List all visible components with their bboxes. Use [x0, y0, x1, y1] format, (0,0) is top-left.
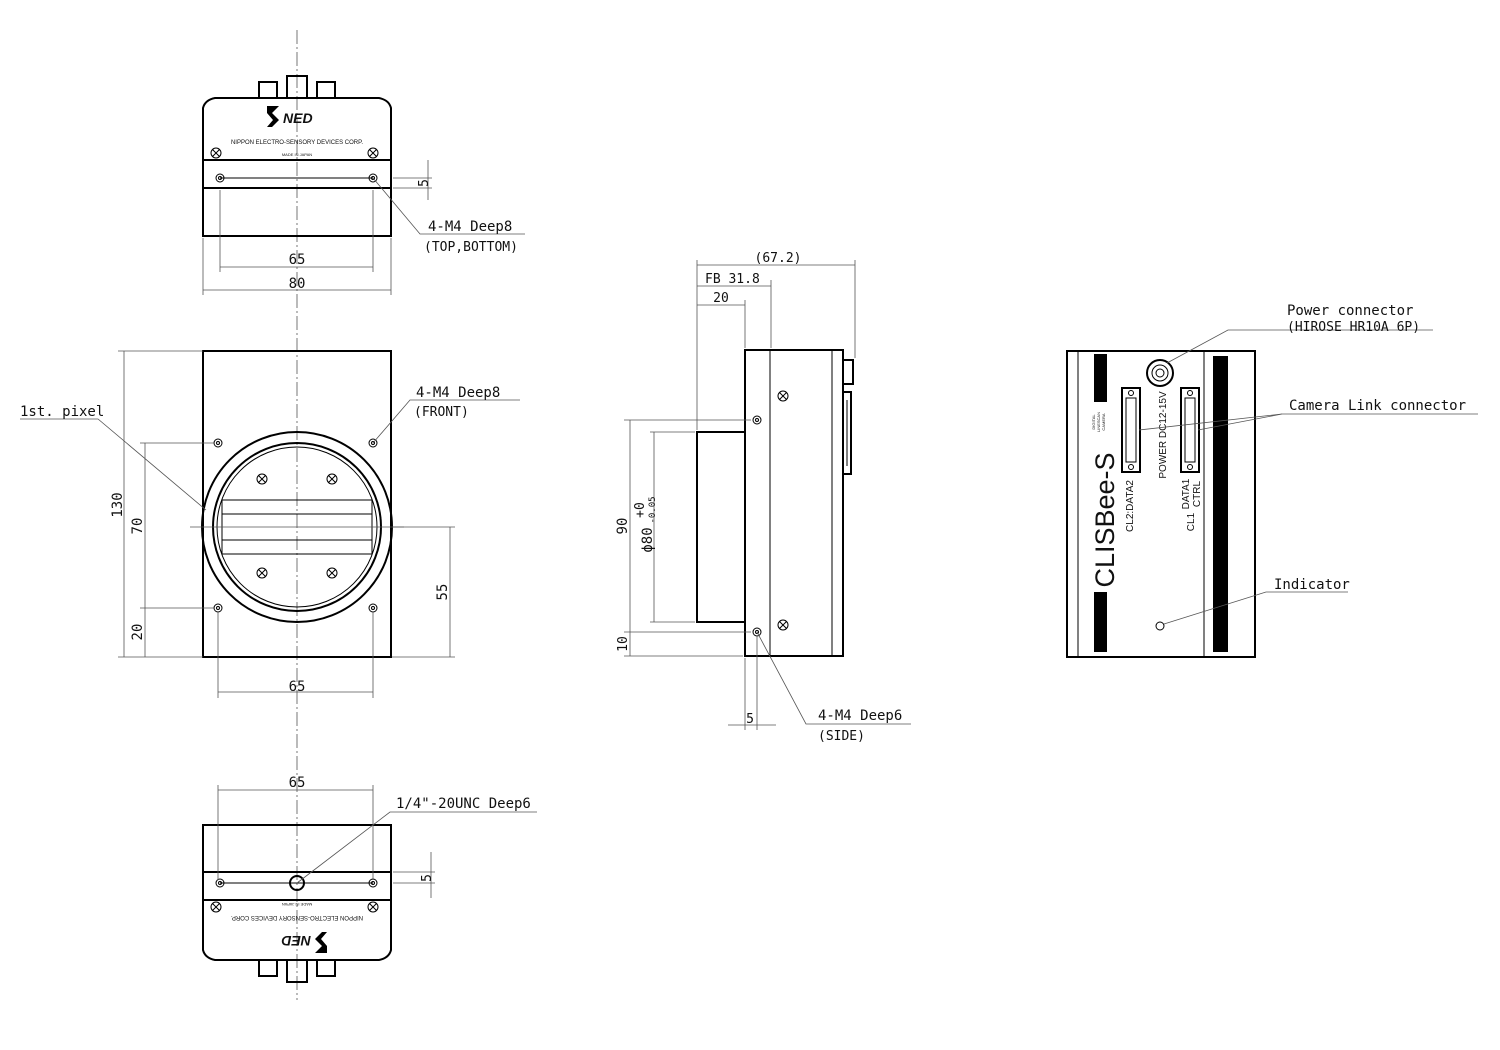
company-name-top: NIPPON ELECTRO-SENSORY DEVICES CORP.: [231, 140, 363, 146]
bottom-dim-5: 5: [420, 874, 435, 882]
logo-text: NED: [283, 110, 313, 126]
top-dim-80: 80: [289, 276, 306, 292]
small-label-3: CAMERA: [1101, 413, 1106, 430]
data1-label: DATA1: [1181, 478, 1192, 509]
power-label: POWER DC12-15V: [1158, 391, 1169, 479]
front-view: 130 70 20 55 65 1st. pixel 4-M4 Deep8 (F…: [20, 350, 520, 698]
bottom-view: NIPPON ELECTRO-SENSORY DEVICES CORP. MAD…: [202, 775, 537, 983]
indicator-label: Indicator: [1274, 577, 1350, 593]
side-dim-10: 10: [616, 636, 631, 652]
side-dim-672: (67.2): [755, 251, 802, 266]
side-note-line2: (SIDE): [818, 729, 865, 744]
indicator-led: [1155, 621, 1165, 631]
power-connector-label: Power connector: [1287, 303, 1413, 319]
small-label-2: LINESCAN: [1096, 412, 1101, 432]
ned-logo-bottom: NED: [281, 932, 327, 953]
rear-stripe-right: [1213, 356, 1228, 652]
first-pixel-label: 1st. pixel: [20, 404, 104, 420]
camera-link-connector-cl1: [1180, 387, 1200, 473]
top-note-line1: 4-M4 Deep8: [428, 219, 512, 235]
side-dim-20: 20: [713, 291, 729, 306]
cl2-label: CL2:DATA2: [1125, 480, 1136, 532]
made-in-top: MADE IN JAPAN: [282, 152, 312, 157]
rear-stripe-bottom: [1094, 592, 1107, 652]
rear-view: CLISBee-S DIGITAL LINESCAN CAMERA POWER …: [1066, 303, 1478, 658]
bottom-dim-65: 65: [289, 775, 306, 791]
front-dim-130: 130: [110, 492, 126, 517]
top-view: NED NIPPON ELECTRO-SENSORY DEVICES CORP.…: [202, 75, 525, 295]
power-connector-model: (HIROSE HR10A 6P): [1287, 320, 1420, 335]
small-label-1: DIGITAL: [1091, 414, 1096, 430]
front-dim-55: 55: [435, 584, 451, 601]
side-dim-phi80: ϕ80: [640, 527, 656, 552]
cl1-label: CL1: [1186, 512, 1197, 531]
side-tol-lower: -0.05: [648, 496, 658, 523]
front-note-line2: (FRONT): [414, 405, 469, 420]
camera-link-connector-label: Camera Link connector: [1289, 398, 1466, 414]
side-tol-upper: +0: [633, 502, 648, 518]
rear-stripe-top: [1094, 354, 1107, 402]
side-dim-fb: FB 31.8: [705, 272, 760, 287]
side-dim-5: 5: [746, 712, 754, 727]
front-dim-65: 65: [289, 679, 306, 695]
front-dim-20: 20: [130, 624, 146, 641]
top-note-line2: (TOP,BOTTOM): [424, 240, 518, 255]
logo-text-bottom: NED: [281, 933, 311, 949]
product-name: CLISBee-S: [1090, 452, 1120, 587]
camera-link-connector-cl2: [1121, 387, 1141, 473]
bottom-note: 1/4"-20UNC Deep6: [396, 796, 531, 812]
top-dim-5: 5: [417, 179, 432, 187]
side-dim-90: 90: [615, 518, 631, 535]
side-view: (67.2) FB 31.8 20 90 ϕ80 +0 -0.05 10 5 4…: [615, 251, 911, 744]
front-dim-70: 70: [130, 518, 146, 535]
side-note-line1: 4-M4 Deep6: [818, 708, 902, 724]
made-in-bottom: MADE IN JAPAN: [282, 902, 312, 907]
power-connector: [1146, 359, 1174, 387]
front-note-line1: 4-M4 Deep8: [416, 385, 500, 401]
ned-logo-top: NED: [267, 106, 313, 127]
ctrl-label: CTRL: [1192, 481, 1203, 508]
top-dim-65: 65: [289, 252, 306, 268]
company-name-bottom: NIPPON ELECTRO-SENSORY DEVICES CORP.: [231, 914, 363, 920]
